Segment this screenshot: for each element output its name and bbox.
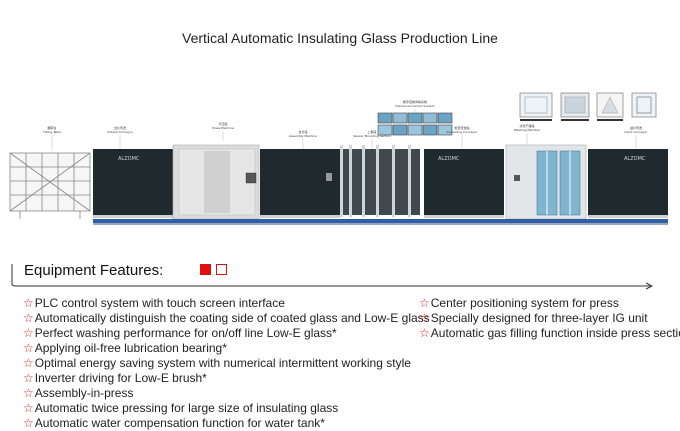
star-icon: ☆ [23,341,34,355]
svg-text:平压段: 平压段 [218,121,227,126]
feature-item: ☆Optimal energy saving system with numer… [23,356,430,371]
svg-text:清洗干燥段: 清洗干燥段 [519,123,534,128]
heading-marker-filled [200,264,211,275]
star-icon: ☆ [23,371,34,385]
tilting-table [9,152,91,219]
star-icon: ☆ [419,311,430,325]
feature-item: ☆Automatically distinguish the coating s… [23,311,430,326]
svg-text:Output Conveyor: Output Conveyor [107,130,133,134]
feature-item: ☆Automatic water compensation function f… [23,416,430,431]
feature-item: ☆Automatic gas filling function inside p… [419,326,680,341]
base-rail [93,219,668,225]
feature-text: Inverter driving for Low-E brush* [34,371,207,385]
page-title: Vertical Automatic Insulating Glass Prod… [182,30,498,46]
production-line-diagram: 翻转台 Tilting Table 出片传送 Output Conveyor 平… [9,92,668,225]
feature-text: Automatic twice pressing for large size … [34,401,339,415]
feature-list-right: ☆Center positioning system for press ☆Sp… [419,296,680,341]
star-icon: ☆ [23,356,34,370]
feature-item: ☆Assembly-in-press [23,386,430,401]
star-icon: ☆ [23,326,34,340]
svg-text:ALZOMC: ALZOMC [438,156,460,162]
spacer-mounting-section [340,145,420,217]
feature-text: Optimal energy saving system with numeri… [34,356,411,370]
feature-list-left: ☆PLC control system with touch screen in… [23,296,430,431]
svg-text:Input Conveyor: Input Conveyor [624,130,648,134]
feature-text: Specially designed for three-layer IG un… [430,311,648,325]
svg-text:检查传送段: 检查传送段 [454,125,469,130]
svg-text:出片传送: 出片传送 [114,125,126,130]
section-divider [11,264,654,290]
feature-item: ☆Center positioning system for press [419,296,680,311]
svg-text:ALZOMC: ALZOMC [624,156,646,162]
feature-item: ☆Inverter driving for Low-E brush* [23,371,430,386]
input-conveyor: ALZOMC [588,149,668,218]
inspecting-conveyor: ALZOMC [424,149,504,218]
svg-text:Inspecting Conveyor: Inspecting Conveyor [447,130,479,134]
feature-text: Center positioning system for press [430,296,619,310]
output-conveyor: ALZOMC [93,149,173,218]
feature-text: Automatically distinguish the coating si… [34,311,430,325]
svg-text:上框段: 上框段 [367,129,376,134]
feature-item: ☆Applying oil-free lubrication bearing* [23,341,430,356]
star-icon: ☆ [419,326,430,340]
feature-item: ☆Specially designed for three-layer IG u… [419,311,680,326]
feature-text: PLC control system with touch screen int… [34,296,285,310]
feature-text: Perfect washing performance for on/off l… [34,326,337,340]
feature-text: Automatic water compensation function fo… [34,416,325,430]
feature-item: ☆PLC control system with touch screen in… [23,296,430,311]
star-icon: ☆ [23,296,34,310]
svg-text:数字控制间歇系统: 数字控制间歇系统 [403,99,427,104]
feature-item: ☆Perfect washing performance for on/off … [23,326,430,341]
control-thumbnails [377,92,657,136]
equipment-features-heading: Equipment Features: [24,262,164,279]
svg-text:Spacer Mounting Section: Spacer Mounting Section [353,134,391,138]
feature-text: Automatic gas filling function inside pr… [430,326,680,340]
feature-item: ☆Automatic twice pressing for large size… [23,401,430,416]
star-icon: ☆ [23,401,34,415]
svg-text:Tilting Table: Tilting Table [42,130,61,134]
svg-text:Numerical Control System: Numerical Control System [395,104,434,108]
svg-text:Washing Machine: Washing Machine [514,128,540,132]
press-machine [172,144,260,220]
svg-text:进片传送: 进片传送 [630,125,642,130]
star-icon: ☆ [23,311,34,325]
star-icon: ☆ [23,416,34,430]
heading-marker-outline [216,264,227,275]
assembly-section [260,149,340,218]
svg-text:合片段: 合片段 [298,129,307,134]
svg-text:Assembly Machine: Assembly Machine [289,134,317,138]
machine-label-group: 翻转台 Tilting Table 出片传送 Output Conveyor 平… [42,99,648,138]
svg-text:Press Machine: Press Machine [212,126,234,130]
washing-machine [505,144,587,220]
star-icon: ☆ [419,296,430,310]
svg-text:翻转台: 翻转台 [47,125,56,130]
feature-text: Applying oil-free lubrication bearing* [34,341,227,355]
star-icon: ☆ [23,386,34,400]
feature-text: Assembly-in-press [34,386,134,400]
svg-text:ALZOMC: ALZOMC [118,156,140,162]
